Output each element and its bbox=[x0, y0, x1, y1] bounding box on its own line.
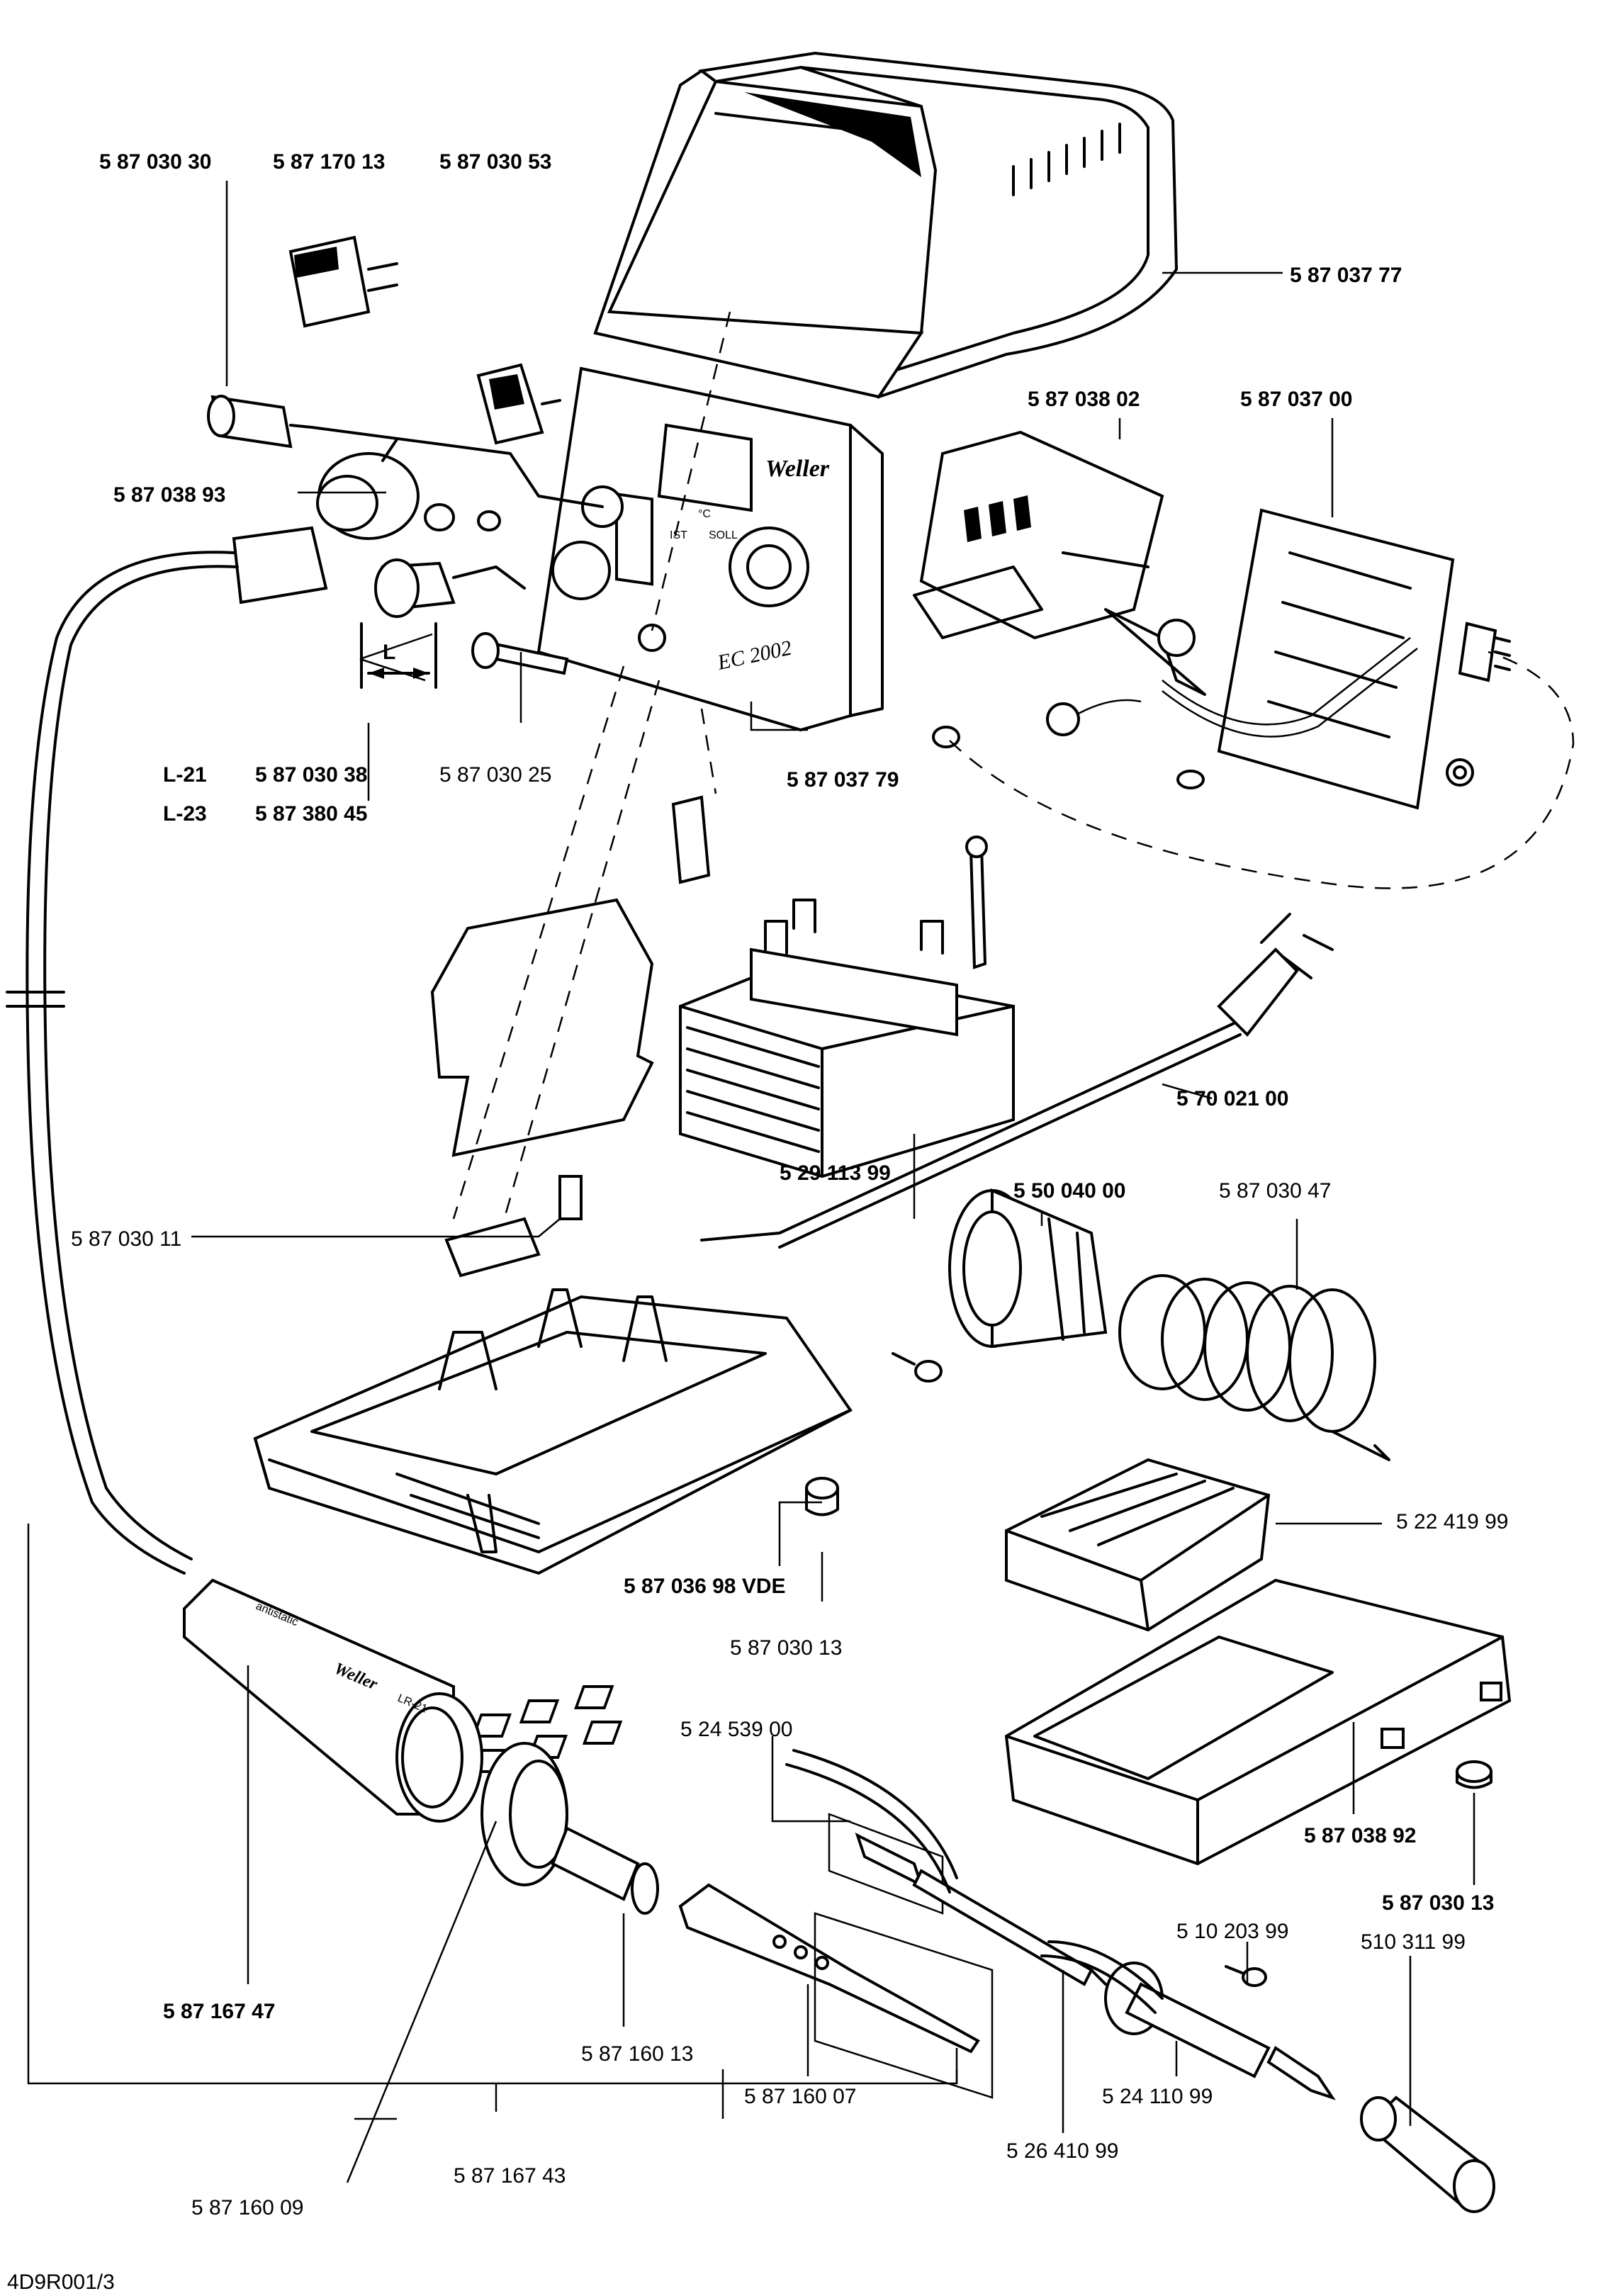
control-pcb-587037700 bbox=[1217, 508, 1511, 810]
panel-unit: °C bbox=[698, 508, 711, 520]
sponge-522419999 bbox=[1005, 1458, 1271, 1632]
leader-lines bbox=[27, 181, 1475, 2183]
panel-soll: SOLL bbox=[709, 529, 738, 541]
label-l21-part: 5 87 030 38 bbox=[255, 763, 367, 787]
rocker-switch-587030053 bbox=[476, 363, 561, 445]
socket-587030030 bbox=[207, 395, 604, 508]
label-587167743: 5 87 167 43 bbox=[454, 2164, 566, 2188]
label-587030030: 5 87 030 30 bbox=[99, 150, 211, 174]
label-587037777: 5 87 037 77 bbox=[1290, 264, 1402, 287]
nut-washer bbox=[424, 503, 501, 531]
label-587037700: 5 87 037 00 bbox=[1240, 388, 1352, 411]
label-510203999: 5 10 203 99 bbox=[1176, 1920, 1288, 1943]
label-524539000: 5 24 539 00 bbox=[680, 1718, 792, 1741]
holder-cup-550040000 bbox=[948, 1188, 1108, 1349]
label-570021000: 5 70 021 00 bbox=[1176, 1087, 1288, 1110]
rocker-switch-587170013 bbox=[288, 235, 398, 328]
label-587030047: 5 87 030 47 bbox=[1219, 1179, 1331, 1203]
label-587160007: 5 87 160 07 bbox=[744, 2085, 856, 2108]
tip-nut-510311999 bbox=[1360, 2095, 1495, 2213]
contact-strip-587160007 bbox=[678, 1883, 994, 2099]
label-587170013: 5 87 170 13 bbox=[273, 150, 385, 174]
label-587160009: 5 87 160 09 bbox=[191, 2196, 303, 2219]
dimension-l-label: L bbox=[383, 641, 395, 664]
transformer-529113999 bbox=[679, 835, 1015, 1178]
label-587038802: 5 87 038 02 bbox=[1028, 388, 1140, 411]
display-pcb-587038802 bbox=[913, 430, 1206, 696]
housing-cover bbox=[593, 51, 1179, 399]
drawing-code: 4D9R001/3 bbox=[7, 2270, 115, 2294]
label-587030013-base: 5 87 030 13 bbox=[730, 1636, 842, 1660]
label-526410999: 5 26 410 99 bbox=[1006, 2139, 1118, 2163]
label-587160013: 5 87 160 13 bbox=[581, 2042, 693, 2066]
label-l23-part: 5 87 380 45 bbox=[255, 802, 367, 826]
mains-cable-570021000 bbox=[700, 913, 1334, 1249]
label-587036998: 5 87 036 98 VDE bbox=[624, 1575, 786, 1598]
base-housing-587036998 bbox=[253, 1175, 853, 1575]
label-587167747: 5 87 167 47 bbox=[163, 2000, 275, 2023]
label-529113999: 5 29 113 99 bbox=[780, 1161, 891, 1185]
screw-587030025 bbox=[471, 632, 569, 675]
tip-assembly bbox=[1040, 1940, 1336, 2100]
label-587038893: 5 87 038 93 bbox=[113, 483, 225, 507]
label-550040000: 5 50 040 00 bbox=[1013, 1179, 1125, 1203]
label-587030013-stand: 5 87 030 13 bbox=[1382, 1891, 1494, 1915]
label-l23: L-23 bbox=[163, 802, 207, 826]
panel-brand: Weller bbox=[765, 456, 830, 482]
label-587030011: 5 87 030 11 bbox=[71, 1227, 181, 1251]
front-panel: Weller EC 2002 IST SOLL °C bbox=[536, 366, 884, 732]
label-587038992: 5 87 038 92 bbox=[1304, 1824, 1416, 1847]
label-522419999: 5 22 419 99 bbox=[1396, 1510, 1508, 1534]
knob-587038893 bbox=[316, 438, 420, 540]
part-labels: 5 87 030 30 5 87 170 13 5 87 030 53 5 87… bbox=[7, 150, 1508, 2294]
label-l21: L-21 bbox=[163, 763, 207, 787]
iron-handle-587167747: antistatic Weller LR-21 bbox=[183, 1578, 483, 1823]
label-587030025: 5 87 030 25 bbox=[439, 763, 551, 787]
fuse bbox=[671, 795, 711, 884]
spiral-holder-587030047 bbox=[1118, 1274, 1390, 1461]
dashed-guides bbox=[452, 311, 731, 1248]
label-587037779: 5 87 037 79 bbox=[787, 768, 899, 792]
sleeve-587160013 bbox=[551, 1826, 659, 1915]
ring-587160009 bbox=[480, 1742, 568, 1886]
label-587030053: 5 87 030 53 bbox=[439, 150, 551, 174]
insulator-sheet bbox=[430, 898, 654, 1157]
dimension-l: L bbox=[360, 622, 437, 689]
label-524110999: 5 24 110 99 bbox=[1102, 2085, 1213, 2108]
iron-connector bbox=[232, 526, 526, 618]
harness bbox=[932, 637, 1575, 889]
iron-cable bbox=[6, 551, 239, 1575]
label-510311999: 510 311 99 bbox=[1361, 1930, 1466, 1954]
earth-screw bbox=[892, 1352, 943, 1383]
panel-ist: IST bbox=[670, 529, 687, 541]
